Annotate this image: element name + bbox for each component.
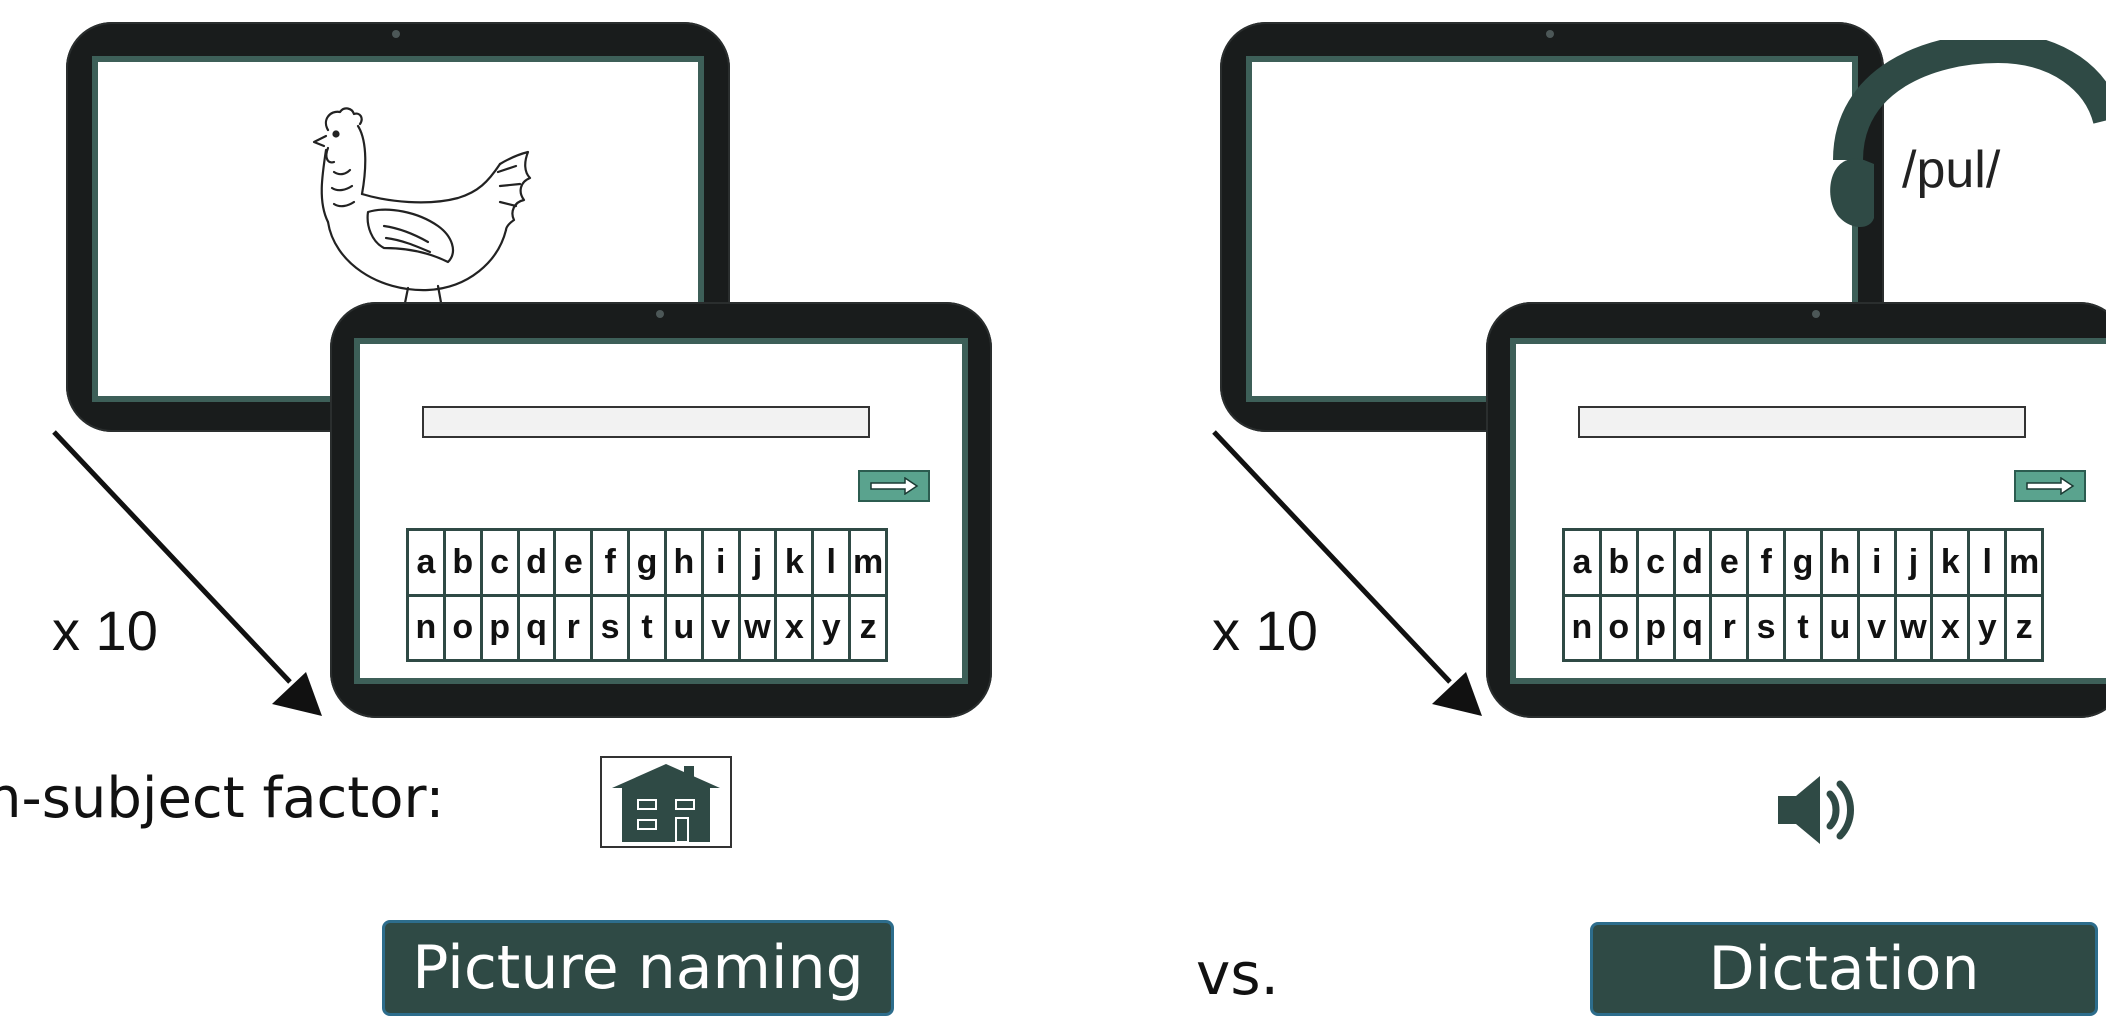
- key-b[interactable]: b: [1601, 531, 1636, 594]
- key-j[interactable]: j: [1896, 531, 1931, 594]
- key-i[interactable]: i: [1859, 531, 1894, 594]
- repeat-count-right: x 10: [1212, 599, 1318, 662]
- key-j[interactable]: j: [740, 531, 775, 594]
- key-l[interactable]: l: [1970, 531, 2005, 594]
- key-z[interactable]: z: [2007, 596, 2041, 659]
- key-r[interactable]: r: [556, 596, 591, 659]
- key-u[interactable]: u: [666, 596, 701, 659]
- repeat-arrow-left: [52, 430, 322, 716]
- answer-input[interactable]: [1578, 406, 2026, 438]
- key-v[interactable]: v: [703, 596, 738, 659]
- key-w[interactable]: w: [1896, 596, 1931, 659]
- key-c[interactable]: c: [1638, 531, 1673, 594]
- response-tablet-left: a b c d e f g h i j k l m n o p q r s t …: [330, 302, 992, 718]
- key-f[interactable]: f: [593, 531, 628, 594]
- camera-icon: [1546, 30, 1554, 38]
- repeat-count-left: x 10: [52, 599, 158, 662]
- key-t[interactable]: t: [630, 596, 664, 659]
- key-n[interactable]: n: [1565, 596, 1599, 659]
- key-e[interactable]: e: [556, 531, 591, 594]
- key-b[interactable]: b: [445, 531, 480, 594]
- key-r[interactable]: r: [1712, 596, 1747, 659]
- key-l[interactable]: l: [814, 531, 849, 594]
- key-g[interactable]: g: [1786, 531, 1820, 594]
- key-w[interactable]: w: [740, 596, 775, 659]
- key-u[interactable]: u: [1822, 596, 1857, 659]
- on-screen-keyboard: a b c d e f g h i j k l m n o p q r s t …: [406, 528, 888, 662]
- repeat-arrow-right: [1212, 430, 1482, 716]
- key-h[interactable]: h: [1822, 531, 1857, 594]
- response-screen-right: a b c d e f g h i j k l m n o p q r s t …: [1510, 338, 2106, 684]
- key-o[interactable]: o: [445, 596, 480, 659]
- key-a[interactable]: a: [1565, 531, 1599, 594]
- key-d[interactable]: d: [1675, 531, 1710, 594]
- key-z[interactable]: z: [851, 596, 885, 659]
- key-y[interactable]: y: [814, 596, 849, 659]
- arrow-right-icon: [2026, 477, 2075, 495]
- key-q[interactable]: q: [1675, 596, 1710, 659]
- picture-naming-label: Picture naming: [382, 920, 894, 1016]
- key-f[interactable]: f: [1749, 531, 1784, 594]
- key-p[interactable]: p: [1638, 596, 1673, 659]
- key-e[interactable]: e: [1712, 531, 1747, 594]
- factor-label: n-subject factor:: [0, 766, 445, 831]
- camera-icon: [1812, 310, 1820, 318]
- key-m[interactable]: m: [2007, 531, 2041, 594]
- response-screen-left: a b c d e f g h i j k l m n o p q r s t …: [354, 338, 968, 684]
- house-icon: [600, 756, 732, 848]
- camera-icon: [392, 30, 400, 38]
- key-q[interactable]: q: [519, 596, 554, 659]
- enter-button[interactable]: [2014, 470, 2086, 502]
- key-s[interactable]: s: [1749, 596, 1784, 659]
- key-k[interactable]: k: [1933, 531, 1968, 594]
- key-h[interactable]: h: [666, 531, 701, 594]
- key-c[interactable]: c: [482, 531, 517, 594]
- audio-stimulus-text: /pul/: [1902, 141, 2001, 199]
- camera-icon: [656, 310, 664, 318]
- enter-button[interactable]: [858, 470, 930, 502]
- headphones-icon: [1830, 40, 2106, 227]
- vs-label: vs.: [1196, 940, 1279, 1008]
- on-screen-keyboard: a b c d e f g h i j k l m n o p q r s t …: [1562, 528, 2044, 662]
- key-g[interactable]: g: [630, 531, 664, 594]
- speaker-icon: [1778, 776, 1854, 844]
- key-s[interactable]: s: [593, 596, 628, 659]
- key-k[interactable]: k: [777, 531, 812, 594]
- key-y[interactable]: y: [1970, 596, 2005, 659]
- key-x[interactable]: x: [1933, 596, 1968, 659]
- key-o[interactable]: o: [1601, 596, 1636, 659]
- key-t[interactable]: t: [1786, 596, 1820, 659]
- key-a[interactable]: a: [409, 531, 443, 594]
- key-n[interactable]: n: [409, 596, 443, 659]
- arrow-right-icon: [870, 477, 919, 495]
- key-m[interactable]: m: [851, 531, 885, 594]
- key-d[interactable]: d: [519, 531, 554, 594]
- key-i[interactable]: i: [703, 531, 738, 594]
- key-v[interactable]: v: [1859, 596, 1894, 659]
- hen-drawing-icon: [312, 107, 532, 310]
- key-x[interactable]: x: [777, 596, 812, 659]
- answer-input[interactable]: [422, 406, 870, 438]
- dictation-label: Dictation: [1590, 922, 2098, 1016]
- key-p[interactable]: p: [482, 596, 517, 659]
- response-tablet-right: a b c d e f g h i j k l m n o p q r s t …: [1486, 302, 2106, 718]
